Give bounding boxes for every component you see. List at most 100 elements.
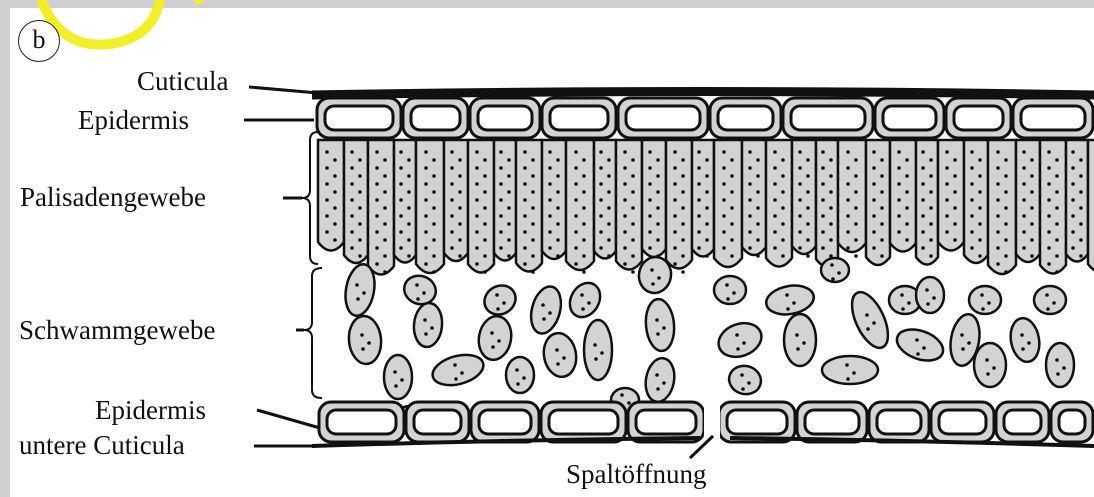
- chloroplast: [460, 371, 464, 375]
- chloroplast: [926, 302, 930, 306]
- chloroplast: [375, 214, 379, 218]
- chloroplast: [748, 198, 752, 202]
- chloroplast: [656, 387, 660, 391]
- chloroplast: [953, 158, 957, 162]
- chloroplast: [548, 166, 552, 170]
- chloroplast: [1022, 214, 1026, 218]
- chloroplast: [986, 372, 990, 376]
- spongy-cell: [784, 314, 816, 366]
- chloroplast: [821, 166, 825, 170]
- chloroplast: [1047, 230, 1051, 234]
- chloroplast: [424, 262, 428, 266]
- chloroplast: [829, 190, 833, 194]
- chloroplast: [555, 348, 559, 352]
- chloroplast: [854, 174, 858, 178]
- chloroplast: [499, 214, 503, 218]
- chloroplast: [355, 283, 359, 287]
- chloroplast: [996, 262, 1000, 266]
- chloroplast: [657, 276, 661, 280]
- chloroplast: [333, 190, 337, 194]
- chloroplast: [945, 150, 949, 154]
- chloroplast: [722, 214, 726, 218]
- epidermis-top-label: Epidermis: [78, 107, 189, 134]
- chloroplast: [475, 198, 479, 202]
- chloroplast: [350, 246, 354, 250]
- chloroplast: [607, 206, 611, 210]
- epidermis-bottom-label: Epidermis: [95, 397, 206, 424]
- chloroplast: [548, 182, 552, 186]
- spongy-cell: [429, 350, 486, 391]
- palisade-cell: [616, 140, 642, 270]
- palisade-cell: [964, 140, 988, 263]
- chloroplast: [705, 174, 709, 178]
- chloroplast: [748, 166, 752, 170]
- chloroplast: [829, 238, 833, 242]
- chloroplast: [656, 158, 660, 162]
- epidermis-cell-inner: [1021, 106, 1085, 130]
- chloroplast: [697, 246, 701, 250]
- chloroplast: [673, 214, 677, 218]
- chloroplast: [996, 246, 1000, 250]
- chloroplast: [705, 254, 709, 258]
- chloroplast: [496, 307, 500, 311]
- chloroplast: [531, 206, 535, 210]
- chloroplast: [945, 214, 949, 218]
- chloroplast: [458, 190, 462, 194]
- chloroplast: [556, 222, 560, 226]
- chloroplast: [523, 262, 527, 266]
- chloroplast: [1047, 246, 1051, 250]
- chloroplast: [424, 246, 428, 250]
- chloroplast: [922, 346, 926, 350]
- chloroplast: [607, 158, 611, 162]
- spongy-cell: [764, 282, 816, 318]
- chloroplast: [1079, 190, 1083, 194]
- palisade-cell: [714, 140, 742, 267]
- chloroplast: [325, 182, 329, 186]
- chloroplast: [333, 158, 337, 162]
- chloroplast: [921, 150, 925, 154]
- chloroplast: [798, 198, 802, 202]
- chloroplast: [1079, 174, 1083, 178]
- chloroplast: [967, 341, 971, 345]
- chloroplast: [623, 230, 627, 234]
- spongy-cell: [893, 324, 948, 367]
- chloroplast: [399, 230, 403, 234]
- chloroplast: [854, 222, 858, 226]
- chloroplast: [854, 254, 858, 258]
- chloroplast: [901, 307, 905, 311]
- chloroplast: [798, 182, 802, 186]
- chloroplast: [846, 198, 850, 202]
- chloroplast: [375, 166, 379, 170]
- panel-badge: b: [18, 20, 60, 62]
- chloroplast: [1022, 150, 1026, 154]
- chloroplast: [430, 326, 434, 330]
- chloroplast: [821, 230, 825, 234]
- chloroplast: [375, 150, 379, 154]
- palisade-cell: [766, 140, 792, 267]
- chloroplast: [531, 158, 535, 162]
- chloroplast: [673, 262, 677, 266]
- spongy-cell: [1007, 316, 1042, 364]
- chloroplast: [1030, 206, 1034, 210]
- chloroplast: [432, 174, 436, 178]
- chloroplast: [786, 307, 790, 311]
- chloroplast: [350, 230, 354, 234]
- palisade-cell: [938, 140, 964, 251]
- chloroplast: [1055, 206, 1059, 210]
- chloroplast: [897, 230, 901, 234]
- palisade-cell: [416, 140, 444, 273]
- palisade-cell: [816, 140, 838, 267]
- chloroplast: [458, 206, 462, 210]
- spongy-cell: [642, 356, 677, 404]
- chloroplast: [1030, 222, 1034, 226]
- chloroplast: [631, 174, 635, 178]
- palisade-cell: [692, 140, 714, 257]
- chloroplast: [756, 158, 760, 162]
- chloroplast: [562, 356, 566, 360]
- chloroplast: [499, 230, 503, 234]
- chloroplast: [740, 373, 744, 377]
- chloroplast: [523, 214, 527, 218]
- chloroplast: [756, 254, 760, 258]
- chloroplast: [407, 190, 411, 194]
- chloroplast: [383, 222, 387, 226]
